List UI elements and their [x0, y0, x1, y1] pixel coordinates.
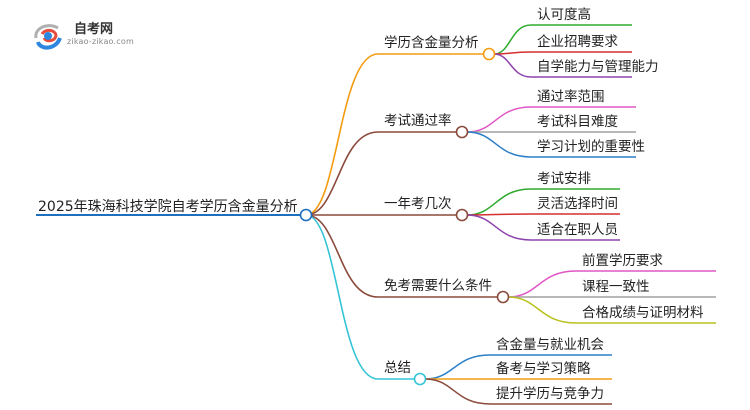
child-connector-1-0: [466, 106, 532, 133]
subtopic-3-0: 前置学历要求: [582, 253, 663, 269]
branch-topic-3: 免考需要什么条件: [384, 278, 492, 294]
subtopic-2-2: 适合在职人员: [537, 222, 618, 238]
logo-subtitle: zikao-zikao.com: [67, 37, 134, 46]
subtopic-2-1: 灵活选择时间: [537, 196, 618, 212]
root-collapse-toggle[interactable]: [299, 208, 313, 222]
branch-collapse-toggle-1[interactable]: [455, 125, 469, 139]
subtopic-1-2: 学习计划的重要性: [537, 139, 645, 155]
child-connector-0-0: [493, 24, 532, 55]
branch-connector-1: [305, 131, 379, 216]
branch-topic-4: 总结: [384, 360, 411, 376]
branch-connector-0: [305, 53, 379, 216]
child-connector-1-2: [466, 131, 532, 158]
child-connector-4-0: [424, 354, 491, 380]
branch-topic-0: 学历含金量分析: [384, 35, 479, 51]
branch-topic-1: 考试通过率: [384, 113, 452, 129]
branch-collapse-toggle-3[interactable]: [496, 290, 510, 304]
branch-collapse-toggle-4[interactable]: [413, 372, 427, 386]
branch-collapse-toggle-0[interactable]: [482, 47, 496, 61]
child-connector-3-0: [507, 270, 577, 298]
site-logo: 自考网 zikao-zikao.com: [30, 18, 150, 52]
child-connector-2-2: [466, 214, 532, 241]
branch-collapse-toggle-2[interactable]: [455, 208, 469, 222]
subtopic-1-0: 通过率范围: [537, 89, 605, 105]
subtopic-4-1: 备考与学习策略: [496, 361, 591, 377]
subtopic-0-2: 自学能力与管理能力: [537, 59, 659, 75]
subtopic-4-0: 含金量与就业机会: [496, 337, 604, 353]
subtopic-2-0: 考试安排: [537, 171, 591, 187]
subtopic-4-2: 提升学历与竞争力: [496, 386, 604, 402]
branch-connector-4: [305, 214, 379, 380]
child-connector-2-0: [466, 188, 532, 216]
subtopic-0-1: 企业招聘要求: [537, 34, 618, 50]
subtopic-3-2: 合格成绩与证明材料: [582, 305, 704, 321]
branch-topic-2: 一年考几次: [384, 196, 452, 212]
subtopic-1-1: 考试科目难度: [537, 114, 618, 130]
logo-swirl-icon: [34, 24, 62, 50]
child-connector-3-2: [507, 296, 577, 324]
branch-connector-3: [305, 214, 379, 298]
subtopic-3-1: 课程一致性: [582, 279, 650, 295]
subtopic-0-0: 认可度高: [537, 7, 591, 23]
logo-title: 自考网: [74, 22, 114, 37]
child-connector-4-2: [424, 378, 491, 405]
root-topic: 2025年珠海科技学院自考学历含金量分析: [38, 199, 298, 215]
child-connector-0-2: [493, 53, 532, 78]
